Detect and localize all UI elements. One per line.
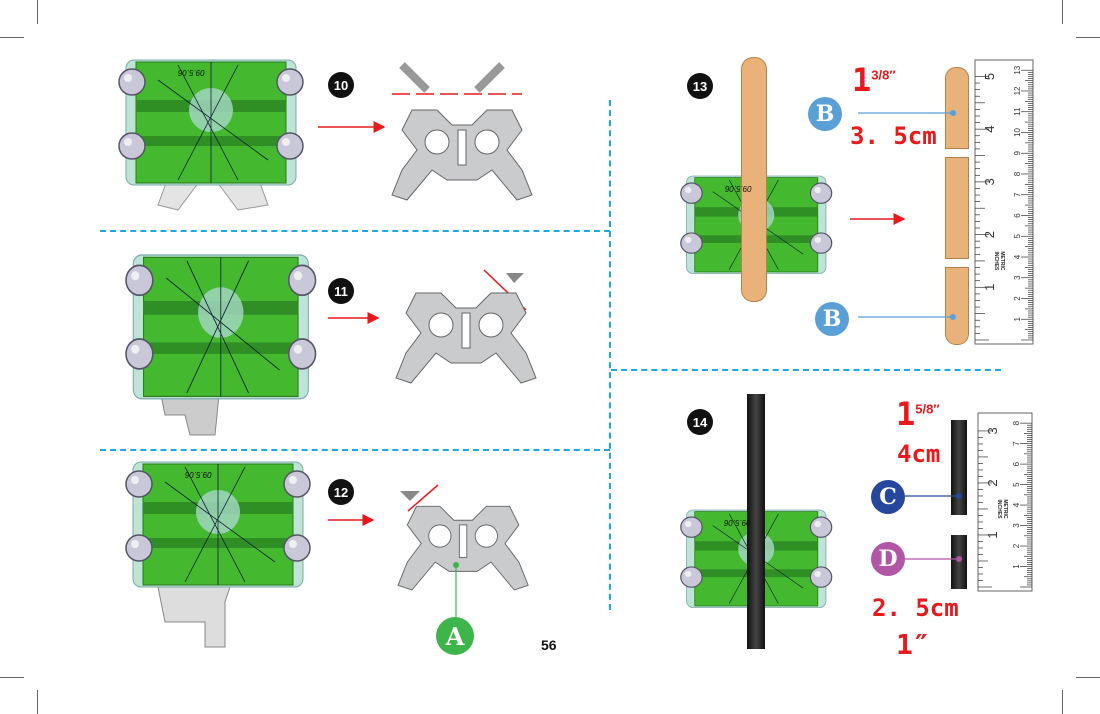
part-b-badge: B bbox=[808, 97, 842, 131]
arrow-icon bbox=[328, 312, 380, 324]
stick-b-imperial: 13/8″ bbox=[852, 64, 896, 96]
arrow-icon bbox=[328, 514, 375, 526]
crop-mark bbox=[1076, 37, 1100, 38]
ruler-body bbox=[974, 59, 1034, 345]
black-rod bbox=[747, 394, 765, 649]
crop-mark bbox=[37, 0, 38, 24]
fraction: 5/8″ bbox=[915, 401, 940, 417]
ruler-metric-label: 11 bbox=[1013, 107, 1022, 116]
step-10-device bbox=[118, 59, 304, 211]
pointer-line bbox=[905, 493, 962, 562]
ruler-metric-label: 5 bbox=[1013, 233, 1022, 238]
fraction: 3/8″ bbox=[871, 67, 896, 83]
ruler-metric-label: 1 bbox=[1013, 316, 1022, 321]
step-11-plate bbox=[395, 269, 537, 384]
device-label: 09.5.06 bbox=[724, 518, 751, 527]
ruler-inch-label: 1 bbox=[985, 531, 1000, 538]
arrow-icon bbox=[850, 213, 906, 225]
part-a-label: A bbox=[445, 621, 465, 651]
ruler-inch-label: 5 bbox=[982, 73, 997, 80]
ruler-inch-label: 3 bbox=[985, 427, 1000, 434]
part-b-badge: B bbox=[815, 302, 849, 336]
part-b-label: B bbox=[822, 306, 842, 332]
part-d-label: D bbox=[878, 546, 898, 572]
pointer-line bbox=[858, 110, 956, 320]
device-label: 09.5.06 bbox=[185, 470, 212, 479]
ruler-metric-label: 12 bbox=[1013, 86, 1022, 95]
ruler-unit-label: METRIC bbox=[999, 251, 1005, 271]
crop-mark bbox=[0, 37, 24, 38]
ruler-metric-label: 2 bbox=[1013, 296, 1022, 301]
part-c-label: C bbox=[879, 484, 897, 510]
ruler-inch-label: 3 bbox=[982, 178, 997, 185]
divider bbox=[609, 100, 611, 610]
ruler-metric-label: 3 bbox=[1012, 523, 1021, 528]
part-a-badge: A bbox=[436, 617, 474, 655]
step-10-number: 10 bbox=[328, 72, 354, 98]
ruler-metric-label: 9 bbox=[1013, 150, 1022, 155]
part-b-label: B bbox=[815, 101, 835, 127]
whole: 1 bbox=[896, 395, 916, 433]
crop-mark bbox=[1062, 0, 1063, 24]
step-14-number: 14 bbox=[687, 409, 713, 435]
step-12-device bbox=[125, 461, 311, 648]
divider bbox=[611, 369, 1001, 371]
crop-mark bbox=[0, 677, 24, 678]
ruler-inch-label: 2 bbox=[985, 479, 1000, 486]
rod-c-imperial: 15/8″ bbox=[896, 398, 940, 430]
stick-piece bbox=[945, 157, 969, 259]
part-d-badge: D bbox=[871, 542, 905, 576]
ruler-metric-label: 10 bbox=[1013, 127, 1022, 136]
step-14-device bbox=[680, 509, 833, 609]
step-12-number: 12 bbox=[328, 479, 354, 505]
device-label: 09.5.06 bbox=[178, 68, 205, 77]
step-11-number: 11 bbox=[328, 278, 354, 304]
ruler-metric-label: 3 bbox=[1013, 275, 1022, 280]
ruler-metric-label: 5 bbox=[1012, 482, 1021, 487]
crop-mark bbox=[1062, 690, 1063, 714]
divider bbox=[100, 230, 610, 232]
ruler-metric-label: 4 bbox=[1012, 502, 1021, 507]
ruler-inch-label: 2 bbox=[982, 231, 997, 238]
ruler-unit-label: INCHES bbox=[993, 251, 999, 271]
step-12-plate bbox=[397, 484, 529, 625]
step-10-plate bbox=[391, 62, 533, 201]
stick-piece bbox=[945, 267, 969, 345]
ruler-metric-label: 2 bbox=[1012, 543, 1021, 548]
ruler-metric-label: 4 bbox=[1013, 254, 1022, 259]
ruler-inch-label: 4 bbox=[982, 126, 997, 133]
whole: 1 bbox=[852, 61, 872, 99]
craft-stick bbox=[741, 57, 767, 302]
stick-b-metric: 3. 5cm bbox=[850, 122, 937, 150]
ruler-inch-label: 1 bbox=[982, 284, 997, 291]
ruler-unit-label: METRIC bbox=[1002, 499, 1008, 519]
crop-mark bbox=[1076, 677, 1100, 678]
ruler-metric-label: 7 bbox=[1012, 441, 1021, 446]
ruler-metric-label: 13 bbox=[1013, 65, 1022, 74]
step-13-number: 13 bbox=[687, 73, 713, 99]
page-number: 56 bbox=[541, 637, 557, 653]
ruler-metric-label: 6 bbox=[1013, 213, 1022, 218]
ruler-metric-label: 6 bbox=[1012, 461, 1021, 466]
crop-mark bbox=[37, 690, 38, 714]
step-11-device bbox=[125, 254, 317, 436]
ruler-metric-label: 7 bbox=[1013, 192, 1022, 197]
rod-d-metric: 2. 5cm bbox=[872, 594, 959, 622]
ruler-metric-label: 1 bbox=[1012, 564, 1021, 569]
ruler-metric-label: 8 bbox=[1013, 171, 1022, 176]
rod-d-imperial: 1″ bbox=[896, 628, 930, 661]
rod-c-metric: 4cm bbox=[897, 440, 941, 468]
part-c-badge: C bbox=[871, 480, 905, 514]
rod-piece-c bbox=[951, 420, 967, 515]
arrow-icon bbox=[318, 121, 386, 133]
stick-piece bbox=[945, 67, 969, 149]
ruler-metric-label: 8 bbox=[1012, 420, 1021, 425]
device-label: 09.5.06 bbox=[725, 184, 752, 193]
ruler-unit-label: INCHES bbox=[996, 500, 1002, 520]
divider bbox=[100, 449, 610, 451]
